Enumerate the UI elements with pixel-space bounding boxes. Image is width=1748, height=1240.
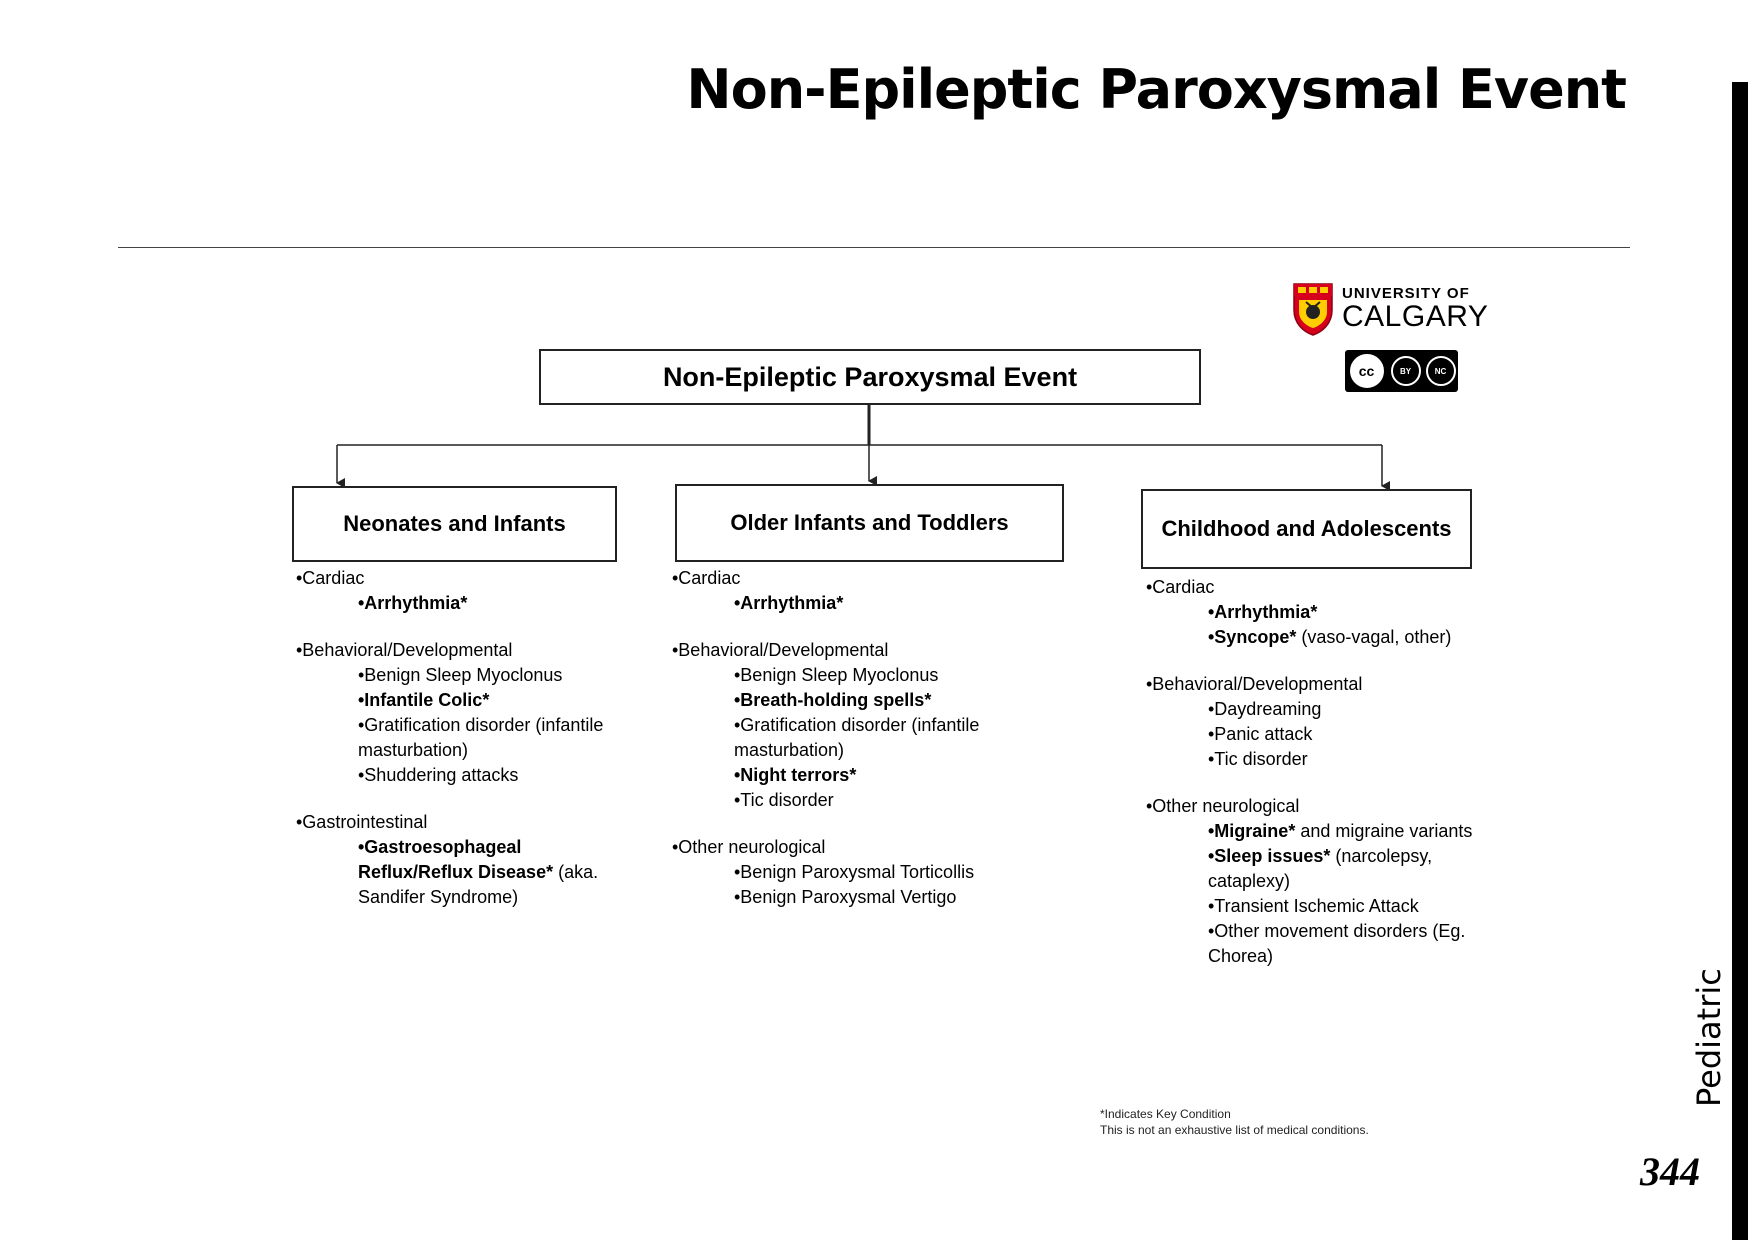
- condition-label: (narcolepsy, cataplexy): [1208, 846, 1433, 891]
- condition-item: •Arrhythmia*: [1146, 600, 1486, 625]
- condition-group-title: •Cardiac: [296, 568, 365, 588]
- condition-item: •Syncope* (vaso-vagal, other): [1146, 625, 1486, 650]
- condition-item: •Night terrors*: [672, 763, 1022, 788]
- condition-group-title: •Cardiac: [1146, 577, 1215, 597]
- title-divider: [118, 247, 1630, 248]
- condition-group-title: •Behavioral/Developmental: [296, 640, 513, 660]
- condition-label: •Panic attack: [1208, 724, 1313, 744]
- condition-item: •Arrhythmia*: [296, 591, 636, 616]
- university-logo: UNIVERSITY OF CALGARY: [1292, 282, 1488, 336]
- condition-item: •Infantile Colic*: [296, 688, 636, 713]
- category-older-infants-toddlers: Older Infants and Toddlers: [675, 484, 1064, 562]
- condition-label: •Daydreaming: [1208, 699, 1322, 719]
- nc-icon: NC: [1425, 356, 1456, 386]
- condition-item: •Gratification disorder (infantile mastu…: [672, 713, 1022, 763]
- cc-icon: cc: [1347, 352, 1386, 390]
- condition-label: •Gratification disorder (infantile mastu…: [358, 715, 604, 760]
- condition-group: •Other neurological •Benign Paroxysmal To…: [672, 835, 1022, 910]
- condition-group: •Cardiac •Arrhythmia* •Syncope* (vaso-vaga…: [1146, 575, 1486, 650]
- footnote-line1: *Indicates Key Condition: [1100, 1107, 1231, 1121]
- condition-group-title: •Behavioral/Developmental: [672, 640, 889, 660]
- condition-item: •Panic attack: [1146, 722, 1486, 747]
- logo-line1: UNIVERSITY OF: [1342, 285, 1470, 302]
- condition-item: •Benign Sleep Myoclonus: [296, 663, 636, 688]
- condition-item: •Tic disorder: [672, 788, 1022, 813]
- column-toddlers-list: •Cardiac •Arrhythmia* •Behavioral/Developm…: [672, 566, 1022, 932]
- condition-group: •Behavioral/Developmental •Benign Sleep M…: [296, 638, 636, 788]
- condition-item: •Benign Sleep Myoclonus: [672, 663, 1022, 688]
- column-childhood-list: •Cardiac •Arrhythmia* •Syncope* (vaso-vaga…: [1146, 575, 1486, 991]
- by-icon: BY: [1390, 356, 1421, 386]
- condition-label: •Transient Ischemic Attack: [1208, 896, 1419, 916]
- condition-group-title: •Gastrointestinal: [296, 812, 428, 832]
- category-neonates-infants: Neonates and Infants: [292, 486, 617, 562]
- condition-group: •Behavioral/Developmental •Daydreaming •Pa…: [1146, 672, 1486, 772]
- condition-group-title: •Cardiac: [672, 568, 741, 588]
- page-title: Non-Epileptic Paroxysmal Event: [686, 58, 1627, 121]
- key-condition-label: •Infantile Colic*: [358, 690, 490, 710]
- category-childhood-adolescents: Childhood and Adolescents: [1141, 489, 1472, 569]
- condition-label: (vaso-vagal, other): [1296, 627, 1452, 647]
- condition-item: •Shuddering attacks: [296, 763, 636, 788]
- key-condition-label: •Syncope*: [1208, 627, 1297, 647]
- condition-label: •Benign Paroxysmal Vertigo: [734, 887, 957, 907]
- key-condition-label: •Breath-holding spells*: [734, 690, 932, 710]
- condition-item: •Breath-holding spells*: [672, 688, 1022, 713]
- column-neonates-list: •Cardiac •Arrhythmia* •Behavioral/Developm…: [296, 566, 636, 932]
- condition-item: •Gratification disorder (infantile mastu…: [296, 713, 636, 763]
- condition-item: •Tic disorder: [1146, 747, 1486, 772]
- side-bar: [1732, 82, 1748, 1240]
- condition-item: •Migraine* and migraine variants: [1146, 819, 1486, 844]
- logo-line2: CALGARY: [1342, 300, 1489, 333]
- condition-label: •Benign Sleep Myoclonus: [734, 665, 939, 685]
- side-label: Pediatric: [1690, 968, 1728, 1107]
- key-condition-label: •Sleep issues*: [1208, 846, 1331, 866]
- condition-label: and migraine variants: [1295, 821, 1473, 841]
- condition-label: •Tic disorder: [734, 790, 834, 810]
- condition-item: •Transient Ischemic Attack: [1146, 894, 1486, 919]
- condition-label: •Benign Sleep Myoclonus: [358, 665, 563, 685]
- condition-item: •Daydreaming: [1146, 697, 1486, 722]
- condition-item: •Other movement disorders (Eg. Chorea): [1146, 919, 1486, 969]
- condition-item: •Benign Paroxysmal Torticollis: [672, 860, 1022, 885]
- cc-license-badge: cc BY NC: [1345, 350, 1458, 392]
- key-condition-label: •Arrhythmia*: [734, 593, 844, 613]
- footnote: *Indicates Key Condition This is not an …: [1100, 1106, 1369, 1138]
- root-node: Non-Epileptic Paroxysmal Event: [539, 349, 1201, 405]
- condition-item: •Arrhythmia*: [672, 591, 1022, 616]
- condition-label: •Shuddering attacks: [358, 765, 519, 785]
- condition-group: •Behavioral/Developmental •Benign Sleep M…: [672, 638, 1022, 813]
- condition-item: •Sleep issues* (narcolepsy, cataplexy): [1146, 844, 1486, 894]
- condition-label: •Gratification disorder (infantile mastu…: [734, 715, 980, 760]
- condition-group: •Cardiac •Arrhythmia*: [672, 566, 1022, 616]
- key-condition-label: •Arrhythmia*: [1208, 602, 1318, 622]
- key-condition-label: •Gastroesophageal Reflux/Reflux Disease*: [358, 837, 554, 882]
- condition-label: (aka. Sandifer Syndrome): [358, 862, 599, 907]
- condition-group: •Gastrointestinal •Gastroesophageal Reflu…: [296, 810, 636, 910]
- condition-group-title: •Other neurological: [1146, 796, 1300, 816]
- condition-group: •Cardiac •Arrhythmia*: [296, 566, 636, 616]
- condition-group-title: •Behavioral/Developmental: [1146, 674, 1363, 694]
- condition-group-title: •Other neurological: [672, 837, 826, 857]
- condition-label: •Benign Paroxysmal Torticollis: [734, 862, 975, 882]
- key-condition-label: •Arrhythmia*: [358, 593, 468, 613]
- key-condition-label: •Migraine*: [1208, 821, 1296, 841]
- condition-label: •Tic disorder: [1208, 749, 1308, 769]
- condition-item: •Gastroesophageal Reflux/Reflux Disease*…: [296, 835, 636, 910]
- condition-item: •Benign Paroxysmal Vertigo: [672, 885, 1022, 910]
- key-condition-label: •Night terrors*: [734, 765, 857, 785]
- footnote-line2: This is not an exhaustive list of medica…: [1100, 1123, 1369, 1137]
- condition-label: •Other movement disorders (Eg. Chorea): [1208, 921, 1466, 966]
- shield-crest-icon: [1293, 283, 1333, 336]
- page-number: 344: [1640, 1149, 1700, 1194]
- condition-group: •Other neurological •Migraine* and migrai…: [1146, 794, 1486, 969]
